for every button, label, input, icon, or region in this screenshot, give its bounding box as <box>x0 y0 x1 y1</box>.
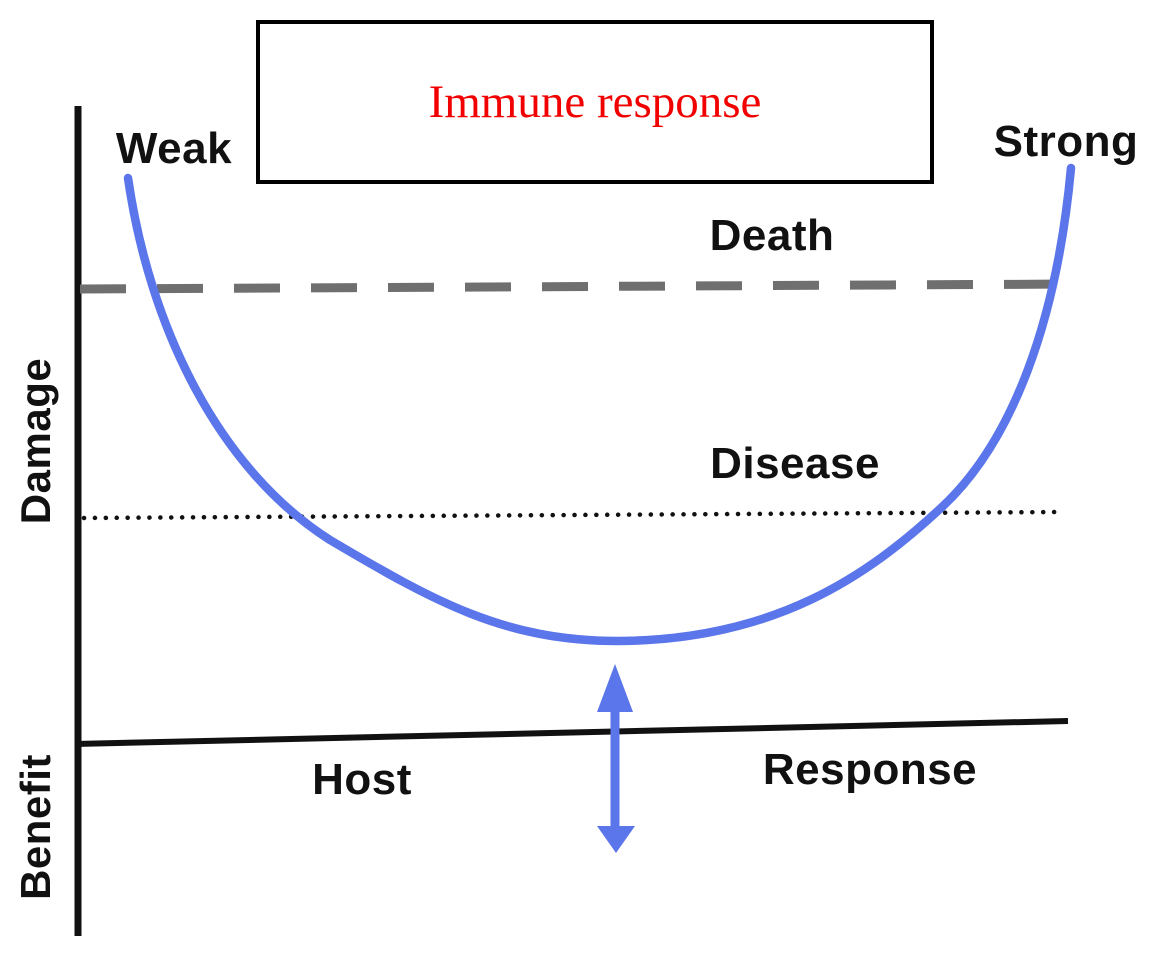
title-box: Immune response <box>256 20 934 184</box>
response-axis-label: Response <box>762 745 978 794</box>
host-axis-label: Host <box>312 755 412 804</box>
tradeoff-double-arrow <box>597 664 635 853</box>
death-threshold-line <box>79 279 1081 294</box>
disease-threshold-line <box>81 509 1067 521</box>
disease-threshold-label: Disease <box>710 439 880 488</box>
strong-response-label: Strong <box>993 117 1139 166</box>
arrow-down-head-icon <box>597 826 635 853</box>
immune-response-curve <box>123 163 1076 646</box>
benefit-axis-label: Benefit <box>12 754 59 900</box>
weak-response-label: Weak <box>115 124 233 173</box>
death-threshold-label: Death <box>709 211 835 260</box>
host-response-baseline <box>74 718 1069 747</box>
damage-axis-label: Damage <box>12 357 59 525</box>
diagram-title: Immune response <box>428 75 762 128</box>
arrow-up-head-icon <box>597 664 633 712</box>
